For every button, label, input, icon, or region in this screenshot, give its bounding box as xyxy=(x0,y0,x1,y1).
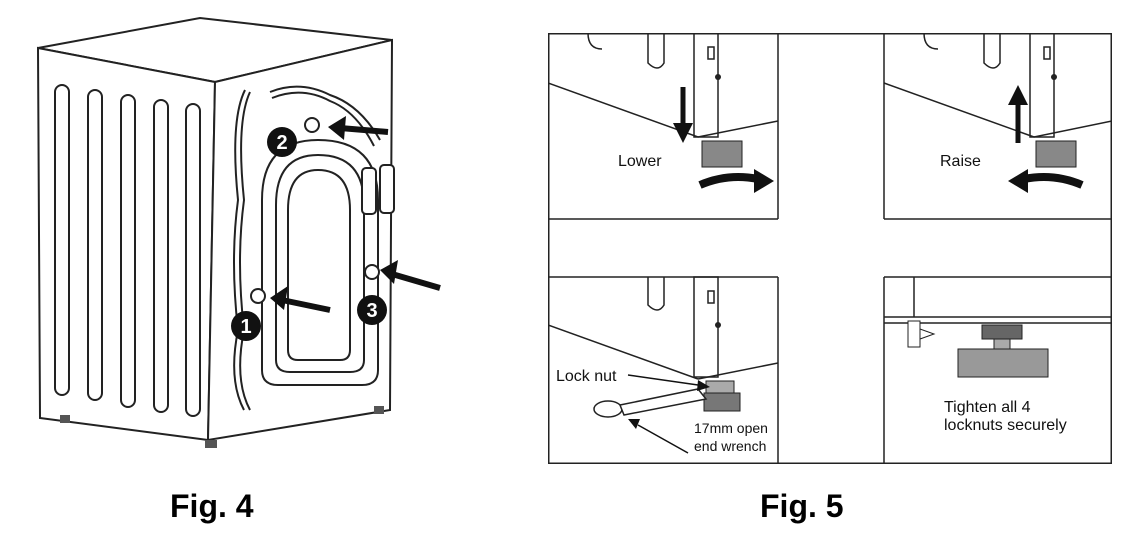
fig5-leveling-illustration: Lower Raise xyxy=(548,33,1112,464)
label-tighten-line2: locknuts securely xyxy=(944,417,1067,434)
label-tighten-line1: Tighten all 4 xyxy=(944,399,1031,416)
panel-tighten: Tighten all 4 locknuts securely xyxy=(884,277,1112,434)
arrow-to-bolt-3 xyxy=(380,260,441,291)
svg-text:2: 2 xyxy=(276,132,287,154)
pointer-wrench xyxy=(628,419,689,454)
wrench xyxy=(593,388,708,418)
fig4-arrows xyxy=(270,116,441,313)
callout-2: 2 xyxy=(267,127,297,157)
washer-feet xyxy=(60,406,384,448)
rotate-arrow-right xyxy=(698,169,774,193)
label-wrench-line2: end wrench xyxy=(694,438,766,454)
callout-1: 1 xyxy=(231,311,261,341)
fig4-caption: Fig. 4 xyxy=(170,488,254,524)
fig4-washer-illustration: 1 2 3 xyxy=(36,16,441,448)
label-wrench-line1: 17mm open xyxy=(694,420,768,436)
power-plugs xyxy=(361,164,395,215)
transit-bolts xyxy=(250,117,380,304)
arrow-up xyxy=(1008,85,1028,143)
arrow-to-bolt-2 xyxy=(328,116,389,140)
label-raise: Raise xyxy=(940,153,981,170)
fig5-caption: Fig. 5 xyxy=(760,488,844,524)
callout-3: 3 xyxy=(357,295,387,325)
panel-lock-nut: Lock nut 17mm open end wrench xyxy=(548,276,779,454)
svg-text:1: 1 xyxy=(240,316,251,338)
arrow-to-bolt-1 xyxy=(270,286,331,313)
svg-text:3: 3 xyxy=(366,300,377,322)
side-ribs xyxy=(54,84,201,417)
label-lower: Lower xyxy=(618,153,662,170)
pointer-lock-nut xyxy=(627,374,710,391)
arrow-down xyxy=(673,87,693,143)
fig5-frame xyxy=(548,33,1112,464)
panel-lower: Lower xyxy=(548,33,779,193)
washer-cabinet xyxy=(36,16,394,442)
label-lock-nut: Lock nut xyxy=(556,368,617,385)
rotate-arrow-left xyxy=(1008,169,1084,193)
panel-raise: Raise xyxy=(883,33,1112,193)
